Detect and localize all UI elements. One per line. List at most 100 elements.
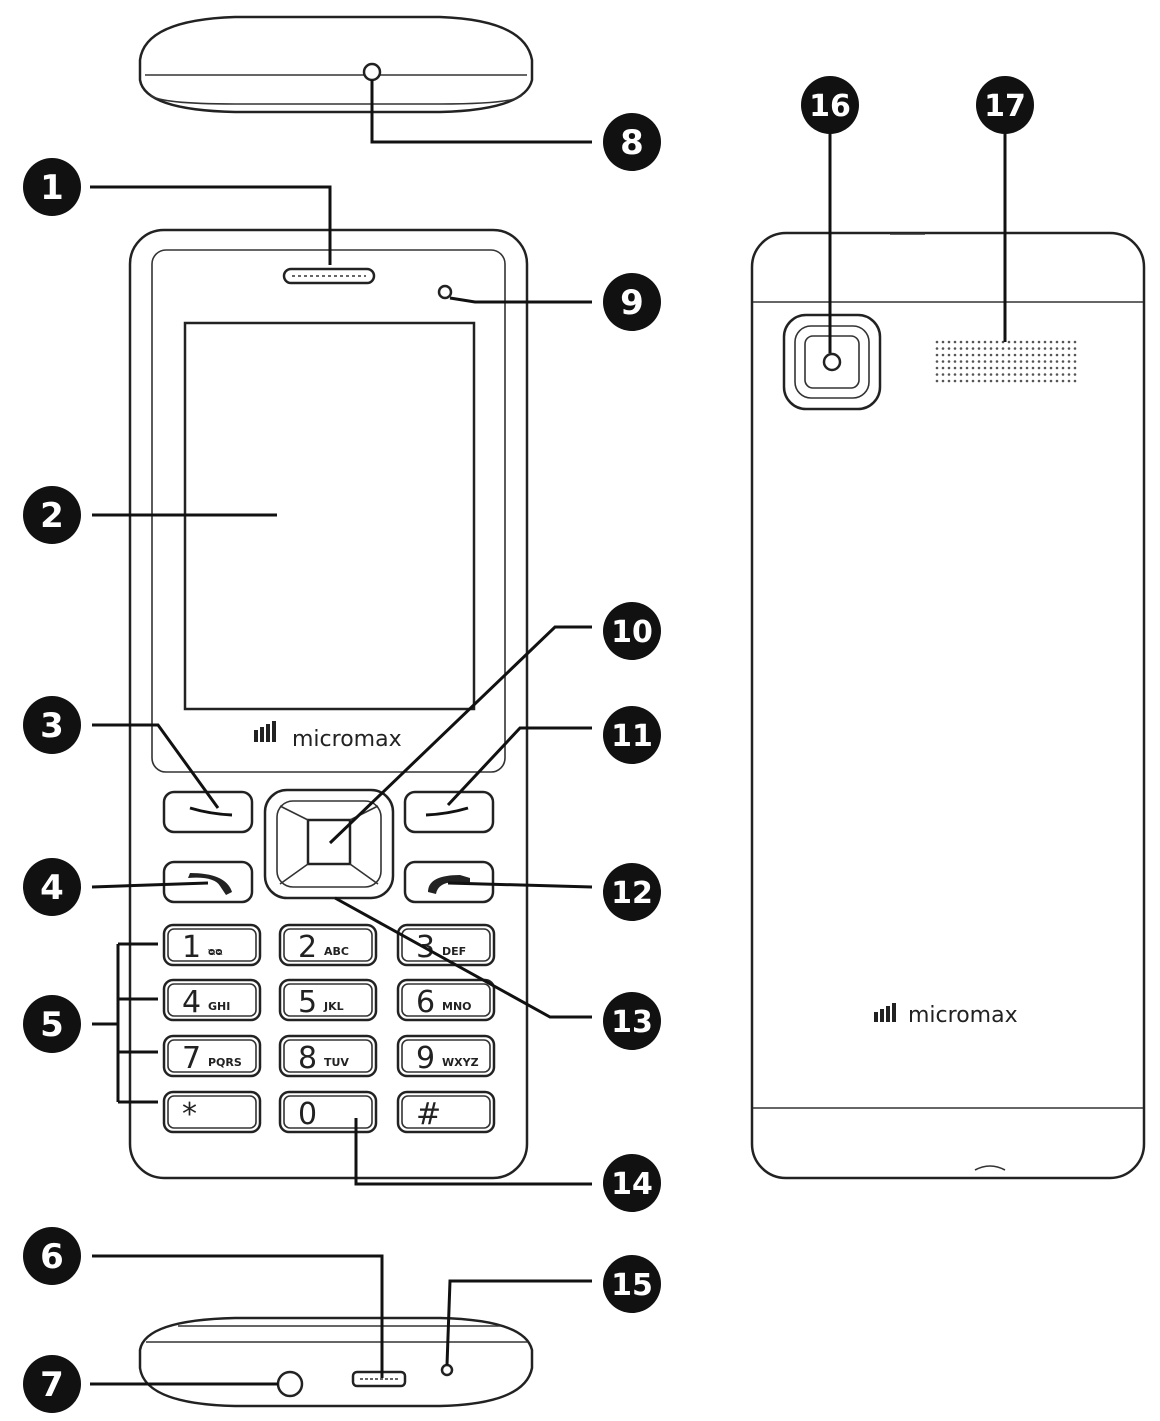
- grille-dot: [1025, 373, 1029, 376]
- grille-dot: [1013, 340, 1017, 344]
- grille-dot: [1061, 373, 1065, 376]
- callout-4: 4: [23, 858, 81, 916]
- callout-15: 15: [603, 1255, 661, 1313]
- grille-dot: [947, 366, 951, 370]
- svg-text:13: 13: [611, 1005, 653, 1040]
- grille-dot: [1043, 366, 1047, 370]
- key-main-label: 1: [182, 930, 201, 965]
- key-sub-label: JKL: [323, 1000, 344, 1013]
- grille-dot: [1073, 353, 1077, 357]
- headphone-jack: [276, 1370, 304, 1398]
- grille-dot: [977, 366, 981, 370]
- grille-dot: [995, 353, 999, 357]
- grille-dot: [1067, 353, 1071, 357]
- grille-dot: [1013, 373, 1017, 376]
- grille-dot: [995, 347, 999, 350]
- callout-13: 13: [603, 992, 661, 1050]
- grille-dot: [935, 379, 939, 383]
- navigation-key: [263, 788, 395, 900]
- grille-dot: [941, 373, 945, 376]
- grille-dot: [947, 379, 951, 383]
- key-sub-label: ABC: [324, 945, 349, 958]
- grille-dot: [953, 379, 957, 383]
- grille-dot: [953, 360, 957, 363]
- grille-dot: [1055, 347, 1059, 350]
- grille-dot: [1031, 347, 1035, 350]
- grille-dot: [1049, 379, 1053, 383]
- rear-speaker-grille: [935, 340, 1077, 383]
- grille-dot: [1007, 373, 1011, 376]
- callout-17: 17: [976, 76, 1034, 134]
- grille-dot: [1067, 379, 1071, 383]
- grille-dot: [1037, 347, 1041, 350]
- grille-dot: [977, 360, 981, 363]
- grille-dot: [1067, 366, 1071, 370]
- svg-text:12: 12: [611, 876, 653, 911]
- rear-camera: [782, 313, 882, 411]
- grille-dot: [1055, 353, 1059, 357]
- key-main-label: 7: [182, 1041, 201, 1076]
- top-jack-hole: [362, 62, 382, 82]
- grille-dot: [1031, 373, 1035, 376]
- key-0: 0: [278, 1090, 378, 1134]
- key-star: *: [162, 1090, 262, 1134]
- grille-dot: [1031, 340, 1035, 344]
- grille-dot: [1049, 373, 1053, 376]
- callout-1: 1: [23, 158, 81, 216]
- key-main-label: #: [416, 1097, 441, 1132]
- grille-dot: [1007, 340, 1011, 344]
- grille-dot: [1007, 347, 1011, 350]
- grille-dot: [983, 347, 987, 350]
- key-main-label: 2: [298, 930, 317, 965]
- svg-text:15: 15: [611, 1268, 653, 1303]
- usb-port: [351, 1370, 407, 1388]
- grille-dot: [1049, 360, 1053, 363]
- grille-dot: [1007, 360, 1011, 363]
- grille-dot: [1019, 373, 1023, 376]
- grille-dot: [977, 347, 981, 350]
- callout-10: 10: [603, 602, 661, 660]
- grille-dot: [947, 340, 951, 344]
- key-sub-label: GHI: [208, 1000, 230, 1013]
- grille-dot: [1001, 347, 1005, 350]
- grille-dot: [953, 353, 957, 357]
- grille-dot: [1043, 353, 1047, 357]
- grille-dot: [1067, 373, 1071, 376]
- callout-7: 7: [23, 1355, 81, 1413]
- grille-dot: [1073, 340, 1077, 344]
- bottom-edge-view: [138, 1316, 534, 1408]
- grille-dot: [977, 340, 981, 344]
- grille-dot: [965, 360, 969, 363]
- grille-dot: [941, 379, 945, 383]
- grille-dot: [1043, 373, 1047, 376]
- svg-text:5: 5: [40, 1005, 64, 1045]
- grille-dot: [995, 340, 999, 344]
- grille-dot: [1019, 360, 1023, 363]
- call-key: [162, 860, 254, 904]
- grille-dot: [941, 366, 945, 370]
- end-call-icon: [428, 875, 470, 894]
- grille-dot: [971, 379, 975, 383]
- grille-dot: [1067, 340, 1071, 344]
- key-hash: #: [396, 1090, 496, 1134]
- grille-dot: [989, 360, 993, 363]
- grille-dot: [971, 366, 975, 370]
- callout-11: 11: [603, 706, 661, 764]
- grille-dot: [989, 340, 993, 344]
- grille-dot: [1013, 347, 1017, 350]
- grille-dot: [1001, 353, 1005, 357]
- grille-dot: [947, 353, 951, 357]
- front-brand-logo: micromax: [254, 721, 402, 752]
- back-brand-logo: micromax: [874, 1003, 1018, 1028]
- grille-dot: [989, 347, 993, 350]
- grille-dot: [995, 360, 999, 363]
- grille-dot: [1007, 366, 1011, 370]
- grille-dot: [959, 360, 963, 363]
- callout-5: 5: [23, 995, 81, 1053]
- key-main-label: 0: [298, 1097, 317, 1132]
- grille-dot: [1037, 340, 1041, 344]
- grille-dot: [935, 373, 939, 376]
